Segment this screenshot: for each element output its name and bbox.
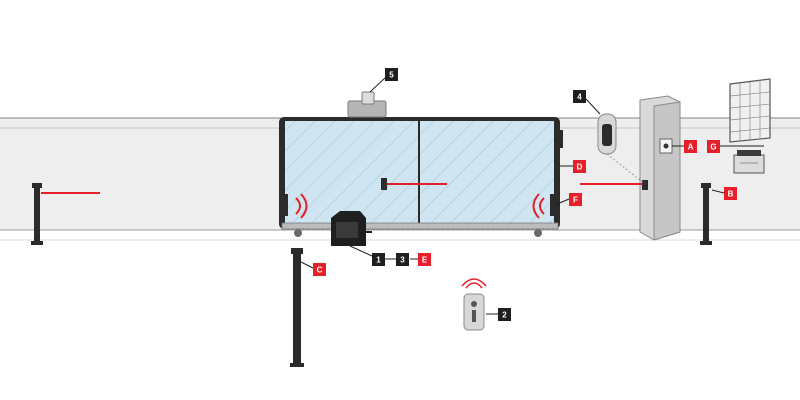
- tag-photocell-post-text: C: [317, 266, 323, 275]
- tag-rack: E: [418, 253, 431, 266]
- flashing-light-leader: [369, 76, 387, 93]
- safety-edge-right: [532, 193, 555, 219]
- tag-rack-text: E: [422, 256, 428, 265]
- tag-keypad-text: 4: [577, 93, 582, 102]
- photocell-gate-icon: [381, 178, 387, 190]
- tag-gate-leaf-text: D: [577, 163, 583, 172]
- photocell-pillar-icon: [642, 180, 648, 190]
- tag-key-switch-text: A: [688, 143, 694, 152]
- tag-photocell-pillar-text: B: [728, 190, 734, 199]
- leader-lines: [300, 145, 764, 315]
- tag-receiver-text: 3: [400, 256, 405, 265]
- gate-pillar: [639, 95, 681, 241]
- gate-motor-icon: [331, 211, 372, 246]
- gate-end-guide: [557, 130, 563, 148]
- tag-motor-text: 1: [376, 256, 381, 265]
- tag-photocell-post: C: [313, 263, 326, 276]
- tag-safety-edge: F: [569, 193, 582, 206]
- tag-remote: 2: [498, 308, 511, 321]
- photocell-post-right: [700, 183, 712, 245]
- tag-solar-kit-text: G: [710, 143, 716, 152]
- tag-flashing-light: 5: [385, 68, 398, 81]
- tag-motor: 1: [372, 253, 385, 266]
- key-switch-icon: [659, 138, 673, 154]
- tag-keypad: 4: [573, 90, 586, 103]
- photocell-post-icon: [31, 183, 43, 245]
- tag-solar-kit: G: [707, 140, 720, 153]
- keypad-tag-leader: [585, 98, 601, 115]
- tag-remote-text: 2: [502, 311, 507, 320]
- keypad-leader: [606, 153, 646, 185]
- tag-key-switch: A: [684, 140, 697, 153]
- tag-receiver: 3: [396, 253, 409, 266]
- flashing-light-icon: [347, 91, 387, 118]
- sliding-gate-leaf: [279, 117, 560, 237]
- battery-box-icon: [733, 150, 765, 174]
- wireless-keypad-icon: [597, 113, 617, 155]
- remote-control-icon: [461, 278, 487, 331]
- safety-edge-left: [283, 193, 308, 219]
- photocell-post-front: [290, 248, 304, 367]
- tag-safety-edge-text: F: [573, 196, 578, 205]
- tag-photocell-pillar: B: [724, 187, 737, 200]
- solar-panel-icon: [729, 78, 771, 143]
- tag-flashing-light-text: 5: [389, 71, 394, 80]
- tag-gate-leaf: D: [573, 160, 586, 173]
